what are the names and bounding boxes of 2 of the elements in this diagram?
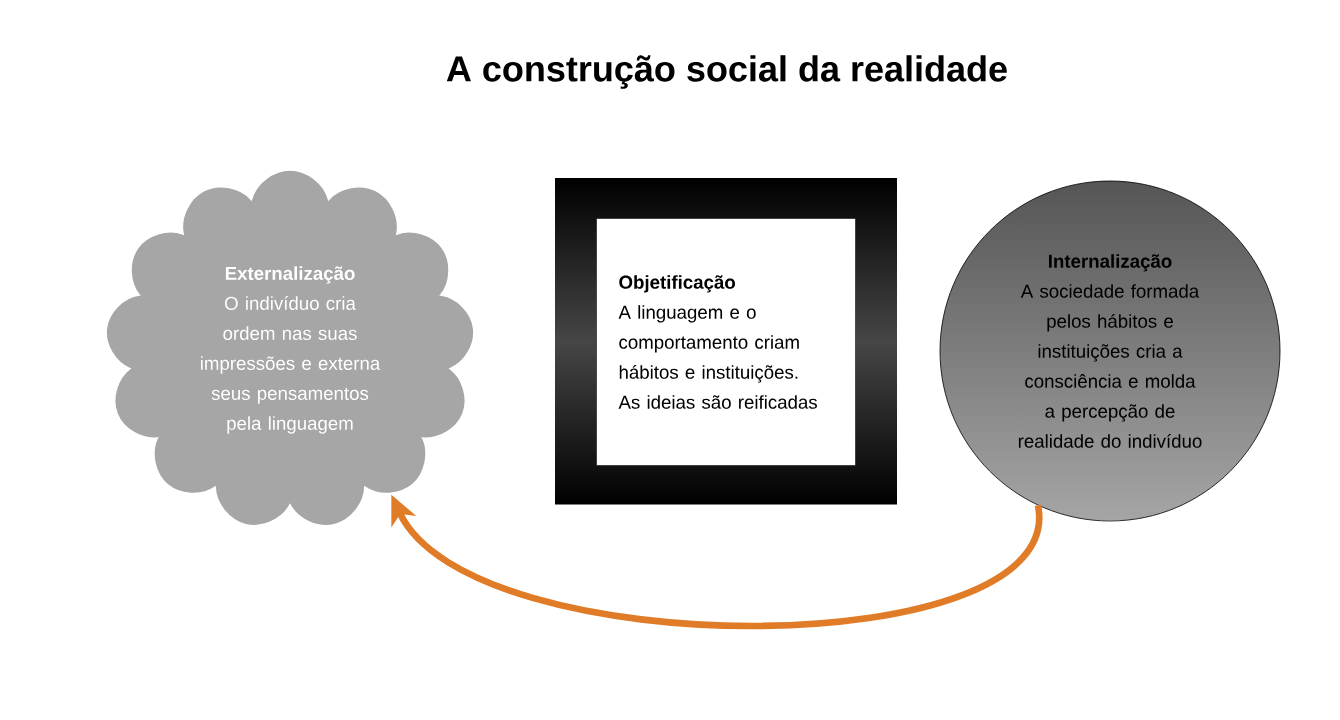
framed-box: Objetificação A linguagem e o comportamento criam hábitos e instituições. As ideias são reificadas: [596, 218, 856, 466]
title: A construção social da realidade: [446, 55, 1007, 89]
